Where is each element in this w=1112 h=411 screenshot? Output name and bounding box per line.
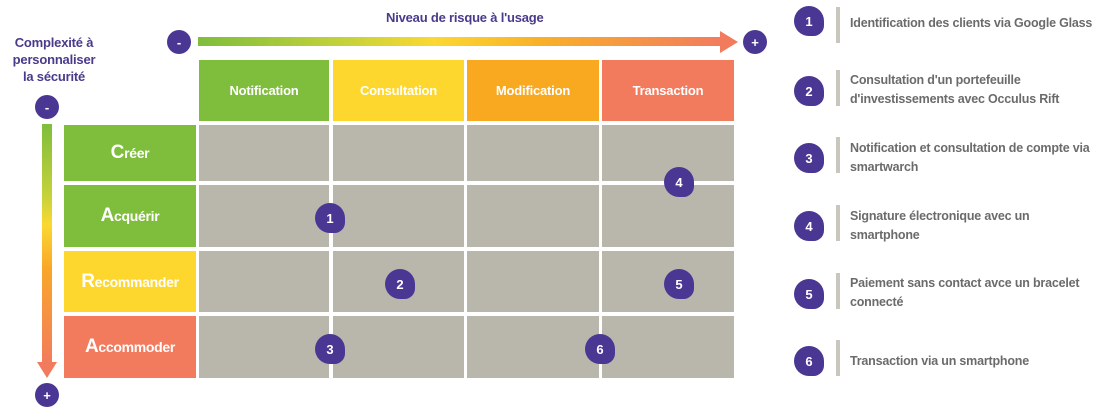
column-header-notification: Notification xyxy=(199,60,329,121)
grid-cell xyxy=(199,125,329,181)
grid-cell xyxy=(333,316,464,378)
x-axis-arrow-bar xyxy=(198,37,722,46)
legend-divider xyxy=(836,7,840,43)
legend-divider xyxy=(836,205,840,241)
legend-text-4: Signature électronique avec un smartphon… xyxy=(850,209,1030,242)
grid-cell xyxy=(199,316,329,378)
grid-cell xyxy=(199,251,329,312)
column-header-modification: Modification xyxy=(467,60,599,121)
x-min-icon: - xyxy=(167,30,191,54)
marker-1: 1 xyxy=(315,203,345,233)
y-min-icon: - xyxy=(35,95,59,119)
marker-2: 2 xyxy=(385,269,415,299)
legend-badge-6: 6 xyxy=(794,346,824,376)
legend-divider xyxy=(836,340,840,376)
y-axis-arrow-bar xyxy=(42,124,52,364)
marker-6: 6 xyxy=(585,334,615,364)
legend-divider xyxy=(836,273,840,309)
grid-cell xyxy=(467,316,599,378)
legend-divider xyxy=(836,137,840,173)
grid-cell xyxy=(602,185,734,247)
grid-cell xyxy=(467,185,599,247)
legend-divider xyxy=(836,70,840,106)
marker-4: 4 xyxy=(664,167,694,197)
x-axis-title: Niveau de risque à l'usage xyxy=(386,10,544,25)
legend-badge-4: 4 xyxy=(794,211,824,241)
x-max-icon: + xyxy=(743,30,767,54)
y-axis-title: Complexité à personnaliser la sécurité xyxy=(12,35,96,84)
marker-5: 5 xyxy=(664,269,694,299)
legend-badge-1: 1 xyxy=(794,6,824,36)
grid-cell xyxy=(199,185,329,247)
legend-text-6: Transaction via un smartphone xyxy=(850,354,1029,368)
y-max-icon: + xyxy=(35,383,59,407)
column-header-transaction: Transaction xyxy=(602,60,734,121)
grid-cell xyxy=(333,125,464,181)
grid-cell xyxy=(602,316,734,378)
legend-text-5: Paiement sans contact avce un bracelet c… xyxy=(850,276,1080,309)
marker-3: 3 xyxy=(315,334,345,364)
grid-cell xyxy=(333,185,464,247)
legend-badge-5: 5 xyxy=(794,279,824,309)
legend-text-1: Identification des clients via Google Gl… xyxy=(850,16,1093,30)
column-header-consultation: Consultation xyxy=(333,60,464,121)
legend-text-2: Consultation d'un portefeuille d'investi… xyxy=(850,73,1060,106)
grid-cell xyxy=(467,251,599,312)
grid-cell xyxy=(467,125,599,181)
x-axis-arrow-head-icon xyxy=(720,31,738,53)
y-axis-arrow-head-icon xyxy=(37,362,57,378)
legend-text-3: Notification et consultation de compte v… xyxy=(850,141,1090,174)
legend-badge-2: 2 xyxy=(794,76,824,106)
legend-badge-3: 3 xyxy=(794,143,824,173)
